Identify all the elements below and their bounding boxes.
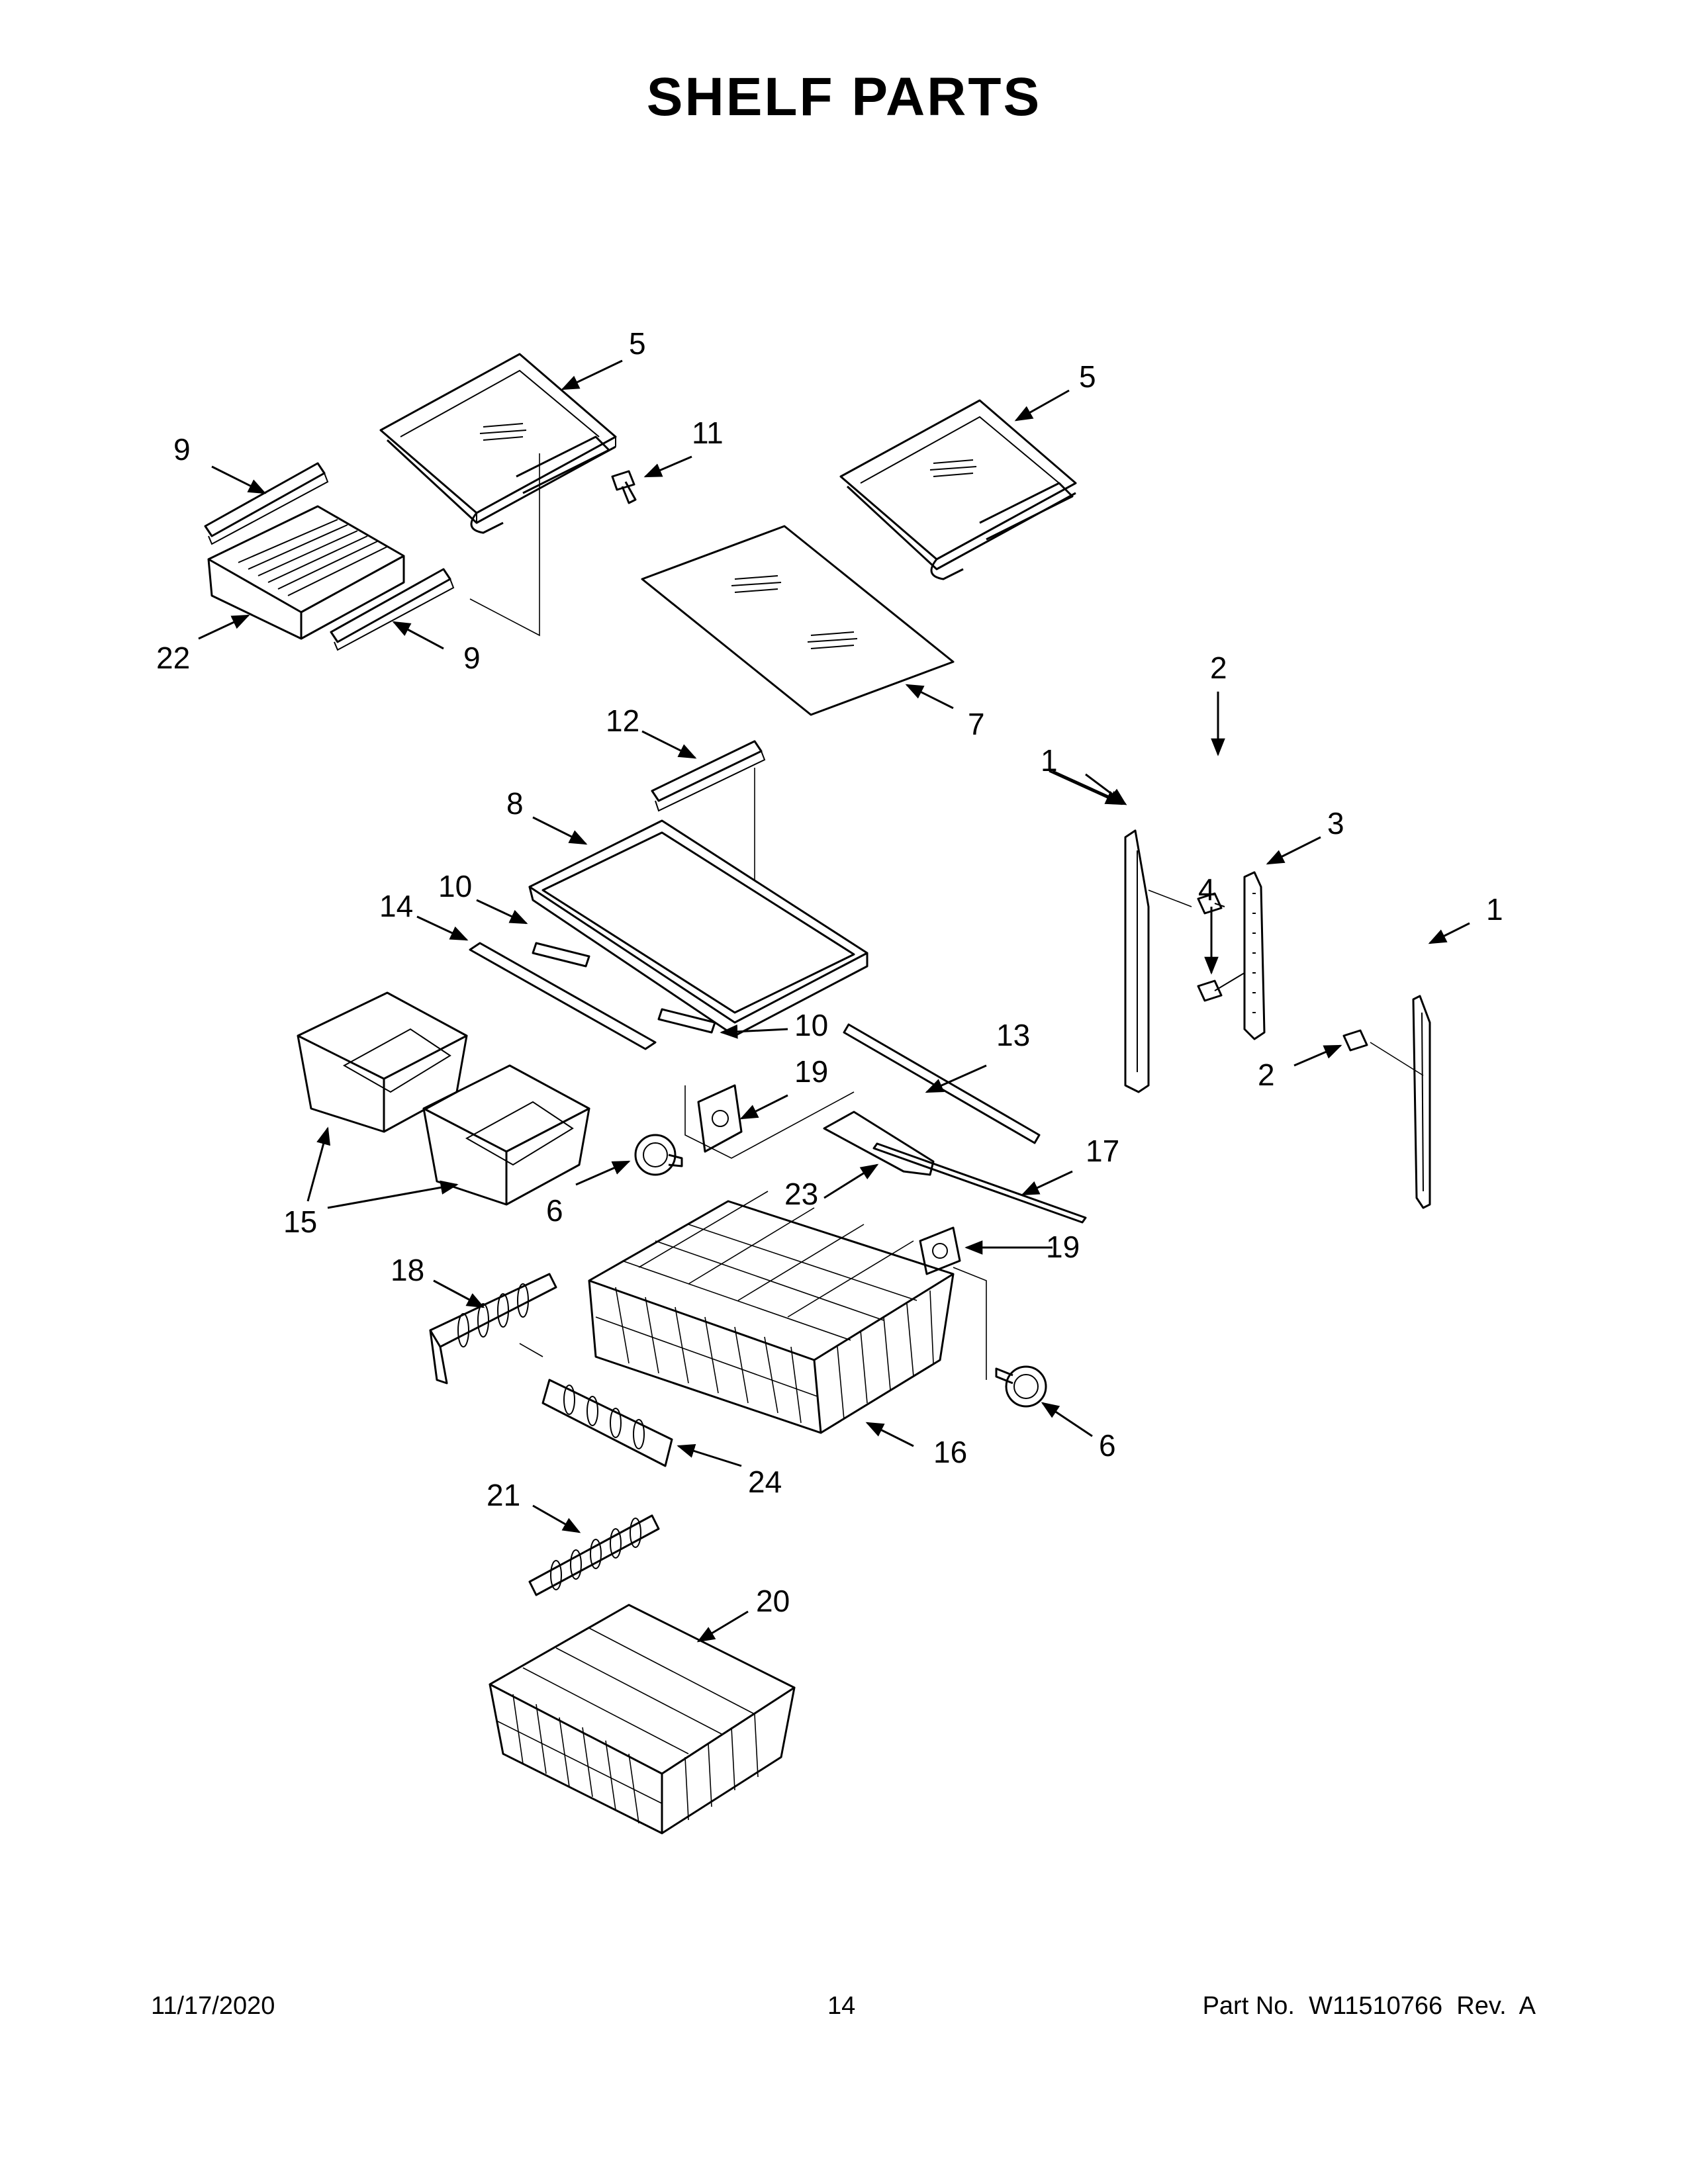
callout-7: 7: [968, 707, 985, 741]
part-3-strip: [1243, 871, 1266, 1040]
part-10-clip-lower: [657, 1008, 716, 1034]
callout-11: 11: [692, 416, 724, 450]
callout-5-right: 5: [1079, 359, 1096, 394]
footer-part-number: Part No. W11510766 Rev. A: [1202, 1992, 1536, 2020]
callout-1-right: 1: [1486, 892, 1503, 927]
callout-15: 15: [283, 1205, 317, 1239]
callout-19-lower: 19: [1046, 1230, 1080, 1264]
part-15-bin-left: [297, 991, 468, 1133]
callout-9-lower: 9: [463, 641, 481, 675]
guide-line-1r-2: [1370, 1042, 1424, 1076]
footer-page-number: 14: [827, 1992, 856, 2020]
part-1-rail-left: [1124, 829, 1150, 1093]
callout-1-left: 1: [1041, 743, 1058, 778]
part-1-rail-right: [1412, 995, 1431, 1209]
callout-4: 4: [1198, 872, 1215, 907]
callout-10-lower: 10: [794, 1008, 828, 1042]
part-19-mount-lower: [919, 1226, 961, 1275]
callout-5-left: 5: [629, 326, 646, 361]
callout-labels: 5 5 11 9 9 22 7 12 8 10 14 10 13 19 23 1…: [156, 326, 1503, 1618]
callout-16: 16: [933, 1435, 967, 1469]
callout-23: 23: [784, 1177, 818, 1211]
guide-line-19: [684, 1085, 855, 1159]
callout-14: 14: [379, 889, 413, 923]
part-6-gear-upper: [634, 1134, 683, 1176]
part-18-divider-frame: [429, 1273, 557, 1385]
footer-date: 11/17/2020: [151, 1992, 275, 2020]
callout-9-upper: 9: [173, 432, 191, 467]
part-5-shelf-left: [379, 353, 617, 534]
callout-6-upper: 6: [546, 1193, 563, 1228]
leader-arrows: [198, 359, 1470, 1643]
part-9-rail-lower: [330, 568, 455, 651]
guide-line-5-9: [469, 453, 540, 637]
part-2-screw-lower: [1342, 1029, 1368, 1052]
part-24-divider: [541, 1379, 673, 1467]
part-5-shelf-right: [839, 399, 1077, 580]
part-2-screw-upper: [1197, 892, 1225, 915]
callout-20: 20: [756, 1584, 790, 1618]
callout-3: 3: [1327, 806, 1344, 841]
callout-2-lower: 2: [1258, 1058, 1275, 1092]
callout-6-lower: 6: [1099, 1428, 1116, 1463]
part-20-wire-basket: [489, 1604, 796, 1835]
part-23-slide: [823, 1111, 935, 1176]
part-21-divider-frame: [528, 1514, 660, 1596]
part-13-rod: [843, 1023, 1041, 1144]
guide-line-19-6: [953, 1267, 987, 1380]
part-17-rod: [872, 1142, 1087, 1224]
callout-13: 13: [996, 1018, 1030, 1052]
part-14-rail: [469, 942, 657, 1050]
callout-10-upper: 10: [438, 869, 472, 903]
part-15-bin-right: [422, 1064, 590, 1206]
part-7-glass-panel: [641, 525, 955, 716]
callout-2-upper: 2: [1210, 651, 1227, 685]
part-19-mount-upper: [697, 1084, 743, 1153]
callout-18: 18: [391, 1253, 424, 1287]
part-10-clip-upper: [532, 942, 590, 968]
part-8-shelf-frame: [528, 819, 868, 1037]
part-16-wire-basket: [588, 1191, 955, 1434]
guide-line-18-24: [519, 1343, 543, 1357]
callout-24: 24: [748, 1465, 782, 1499]
part-9-rail-upper: [204, 462, 329, 545]
callout-19-upper: 19: [794, 1054, 828, 1089]
part-6-gear-lower: [995, 1365, 1047, 1408]
callout-12: 12: [606, 704, 639, 738]
part-12-bracket: [651, 740, 766, 812]
callout-21: 21: [487, 1478, 520, 1512]
part-11-screw: [611, 470, 637, 504]
page-title: SHELF PARTS: [646, 67, 1042, 127]
part-4-screw: [1197, 972, 1245, 1002]
callout-22: 22: [156, 641, 190, 675]
callout-8: 8: [506, 786, 524, 821]
guide-line-1-2: [1148, 889, 1192, 907]
part-22-crisper-tray: [207, 505, 405, 640]
callout-17: 17: [1086, 1134, 1119, 1168]
